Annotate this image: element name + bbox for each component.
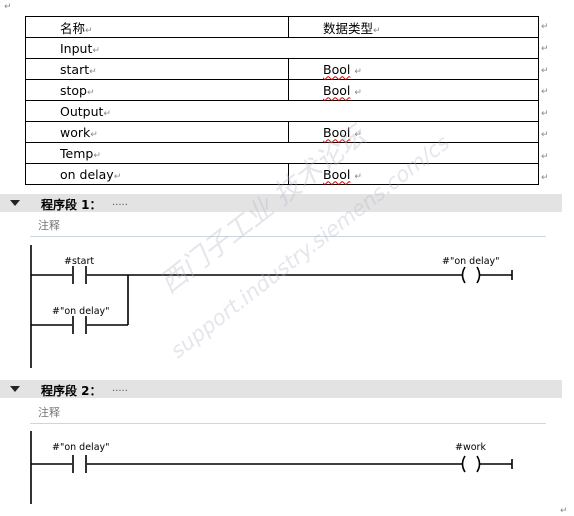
table-row: start↵ Bool ↵ [25, 58, 539, 80]
row-name: Temp [60, 145, 94, 161]
row-end-mark: ↵ [541, 130, 549, 140]
coil-work-label: #work [455, 442, 486, 453]
network-1-title: 程序段 1： [41, 198, 102, 212]
variable-table: 名称↵ 数据类型↵ Input↵ start↵ Bool ↵ stop↵ Boo… [25, 16, 539, 185]
network-2-comment[interactable]: 注释 [38, 406, 60, 419]
row-name: Input [60, 40, 93, 56]
contact-ondelay-label-2: #"on delay" [52, 442, 110, 453]
row-type: Bool [323, 166, 351, 182]
paragraph-mark: ↵ [4, 2, 12, 12]
row-end-mark: ↵ [541, 66, 549, 76]
row-type: Bool [323, 124, 351, 140]
network-2-header[interactable]: 程序段 2： ..... [0, 380, 562, 398]
table-row: on delay↵ Bool ↵ [25, 163, 539, 185]
row-name: Output [60, 103, 104, 119]
row-name: on delay [60, 166, 114, 182]
row-end-mark: ↵ [541, 173, 549, 183]
row-name: start [60, 61, 90, 77]
row-name: work [60, 124, 91, 140]
row-name: stop [60, 82, 87, 98]
coil-ondelay-label: #"on delay" [442, 256, 500, 267]
collapse-triangle-icon[interactable] [10, 200, 20, 206]
table-row: Output↵ [25, 100, 539, 122]
network-1-header[interactable]: 程序段 1： ..... [0, 194, 562, 212]
comment-underline [30, 423, 546, 424]
collapse-triangle-icon[interactable] [10, 386, 20, 392]
row-type: Bool [323, 61, 351, 77]
row-end-mark: ↵ [541, 22, 549, 32]
coil-right-arc [476, 455, 481, 473]
contact-start-label: #start [64, 256, 95, 267]
network-1-dots: ..... [112, 197, 128, 208]
row-end-mark: ↵ [541, 44, 549, 54]
table-row: Input↵ [25, 37, 539, 59]
comment-underline [30, 236, 546, 237]
row-end-mark: ↵ [541, 152, 549, 162]
row-end-mark: ↵ [541, 109, 549, 119]
coil-left-arc [461, 266, 466, 284]
row-end-mark: ↵ [541, 87, 549, 97]
paragraph-mark: ↵ [560, 506, 568, 516]
contact-ondelay-label: #"on delay" [52, 306, 110, 317]
row-type: Bool [323, 82, 351, 98]
network-2-dots: ..... [112, 383, 128, 394]
network-1-comment[interactable]: 注释 [38, 219, 60, 232]
coil-right-arc [476, 266, 481, 284]
network-2-title: 程序段 2： [41, 384, 102, 398]
coil-left-arc [461, 455, 466, 473]
